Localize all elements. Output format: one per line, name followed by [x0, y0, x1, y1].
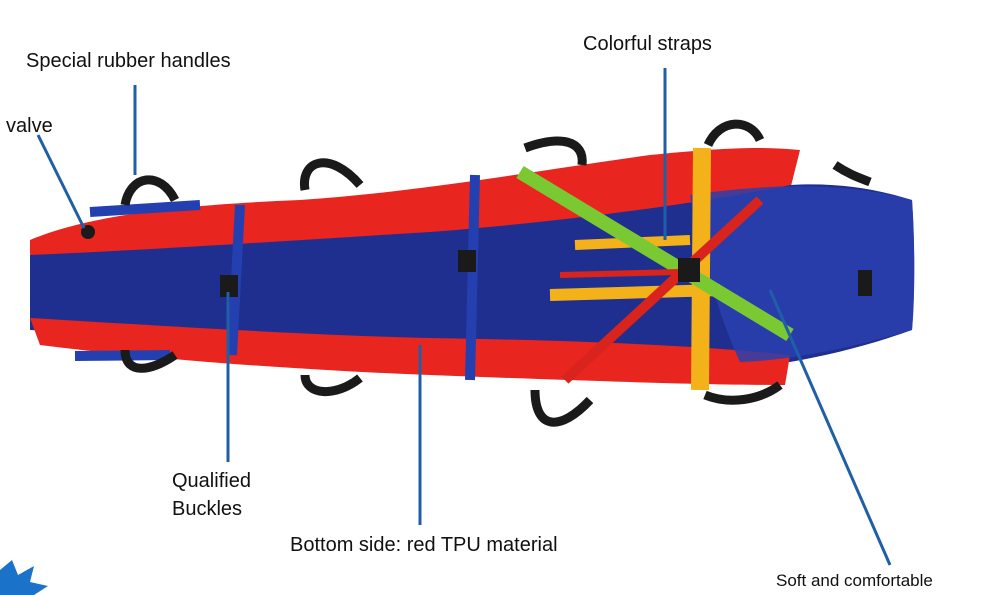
callout-lines — [36, 68, 892, 566]
strap-blue-end — [89, 200, 201, 217]
strap-yellow-cross — [549, 284, 721, 301]
buckle-icon — [858, 270, 872, 296]
label-buckles-line1: Qualified — [172, 470, 251, 492]
strap-red-2 — [559, 269, 681, 278]
starburst-icon — [0, 560, 48, 595]
label-bottom-side: Bottom side: red TPU material — [290, 534, 558, 556]
handle-icon — [523, 136, 587, 166]
handle-icon — [703, 119, 765, 148]
label-valve: valve — [6, 115, 53, 137]
handle-icon — [120, 349, 178, 373]
label-soft: Soft and comfortable — [776, 571, 933, 590]
handle-icon — [832, 161, 872, 187]
buckle-icon — [678, 258, 700, 282]
valve-icon — [81, 225, 95, 239]
stretcher-red-bottom — [30, 318, 790, 385]
label-colorful-straps: Colorful straps — [583, 33, 712, 55]
stretcher-foot-panel — [690, 186, 915, 362]
buckle-icon — [220, 275, 238, 297]
strap-red-1 — [561, 196, 764, 384]
stretcher-red-top — [30, 147, 800, 262]
label-buckles-line2: Buckles — [172, 498, 243, 520]
handle-icon — [530, 389, 594, 427]
handle-icon — [120, 175, 180, 207]
strap-blue-2 — [465, 174, 480, 381]
strap-green — [516, 166, 794, 341]
buckle-icon — [458, 250, 476, 272]
label-rubber-handles: Special rubber handles — [26, 50, 231, 72]
strap-yellow-vertical — [691, 147, 711, 391]
callout-line-soft — [768, 289, 892, 566]
handle-icon — [300, 374, 363, 396]
handle-icon — [299, 158, 364, 191]
callout-line-valve — [36, 134, 86, 229]
handle-icon — [703, 381, 783, 405]
